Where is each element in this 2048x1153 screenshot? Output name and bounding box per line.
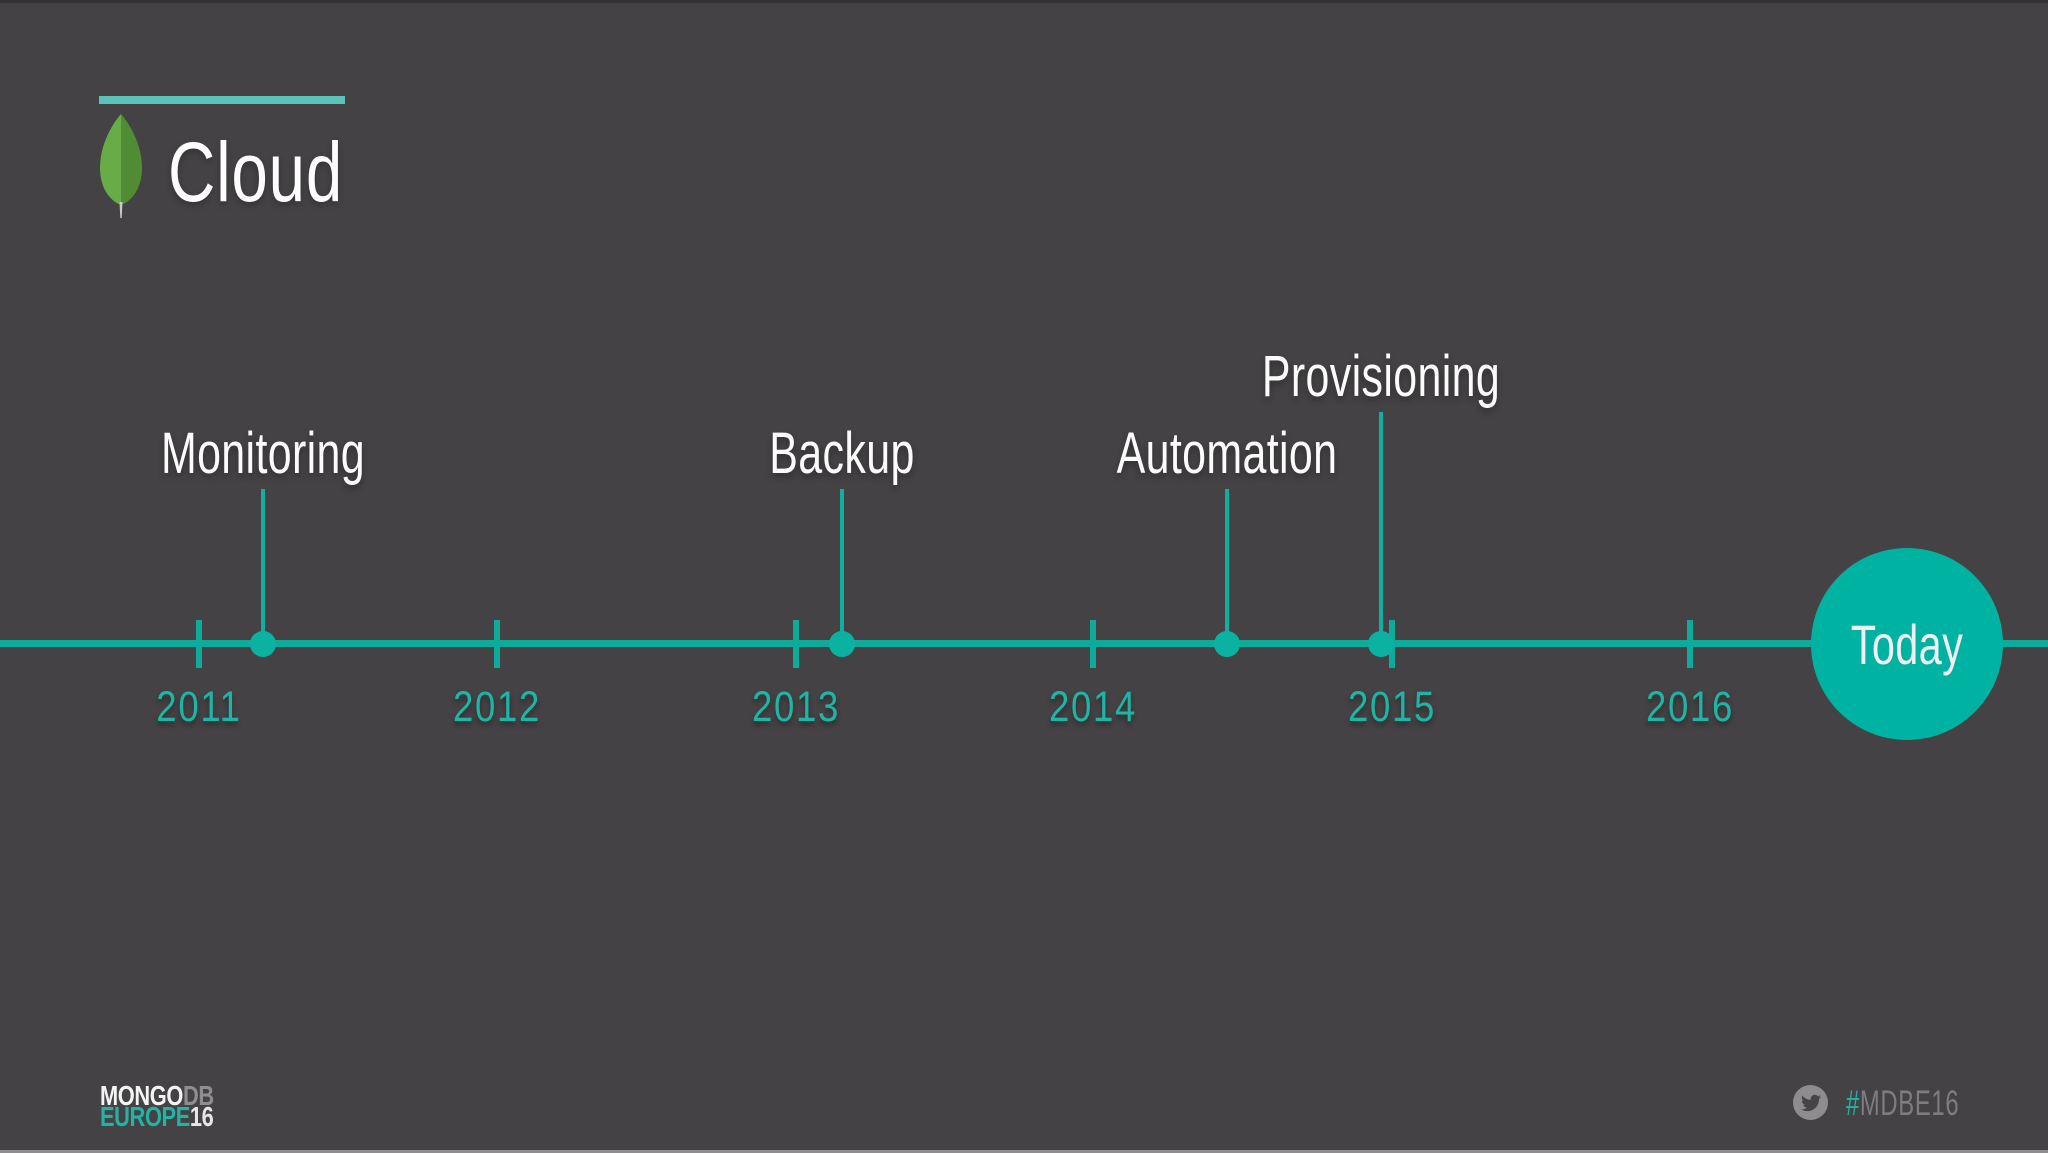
timeline-line: [0, 640, 2048, 647]
event-dot-backup: [829, 630, 855, 657]
event-connector-provisioning: [1379, 412, 1383, 644]
year-tick-2014: [1090, 620, 1096, 668]
logo-db: DB: [182, 1080, 214, 1111]
year-tick-2011: [196, 620, 202, 668]
event-connector-automation: [1225, 489, 1229, 644]
year-label-2011: 2011: [156, 683, 242, 731]
twitter-badge: [1793, 1085, 1828, 1120]
slide-bottom-edge: [0, 1150, 2048, 1153]
year-label-2013: 2013: [751, 683, 841, 731]
year-label-2014: 2014: [1048, 683, 1138, 731]
event-dot-monitoring: [250, 630, 276, 657]
logo-mongo: MONGO: [100, 1080, 183, 1111]
year-tick-2012: [494, 620, 500, 668]
event-hashtag: #MDBE16: [1846, 1086, 1959, 1121]
logo-europe: EUROPE: [100, 1101, 190, 1132]
event-dot-automation: [1214, 630, 1240, 657]
year-label-2012: 2012: [452, 683, 542, 731]
event-label-monitoring: Monitoring: [160, 421, 366, 486]
event-label-backup: Backup: [769, 421, 915, 486]
event-label-automation: Automation: [1116, 421, 1338, 486]
year-tick-2016: [1687, 620, 1693, 668]
mongodb-leaf-icon: [100, 114, 142, 218]
year-label-2016: 2016: [1645, 683, 1735, 731]
mongodb-europe-logo: MONGODB EUROPE16: [100, 1082, 214, 1131]
twitter-bird-icon: [1800, 1094, 1821, 1111]
title-accent-bar: [99, 96, 345, 104]
page-title: Cloud: [168, 125, 344, 219]
year-label-2015: 2015: [1347, 683, 1437, 731]
event-connector-backup: [840, 489, 844, 644]
hashtag-text: MDBE16: [1859, 1084, 1960, 1123]
today-label: Today: [1850, 612, 1964, 676]
event-connector-monitoring: [261, 489, 265, 644]
logo-16: 16: [189, 1101, 214, 1132]
today-marker: Today: [1811, 548, 2003, 740]
year-tick-2013: [793, 620, 799, 668]
slide-top-edge: [0, 0, 2048, 3]
event-dot-provisioning: [1368, 630, 1394, 657]
hashtag-symbol: #: [1846, 1084, 1860, 1123]
event-label-provisioning: Provisioning: [1261, 344, 1501, 409]
